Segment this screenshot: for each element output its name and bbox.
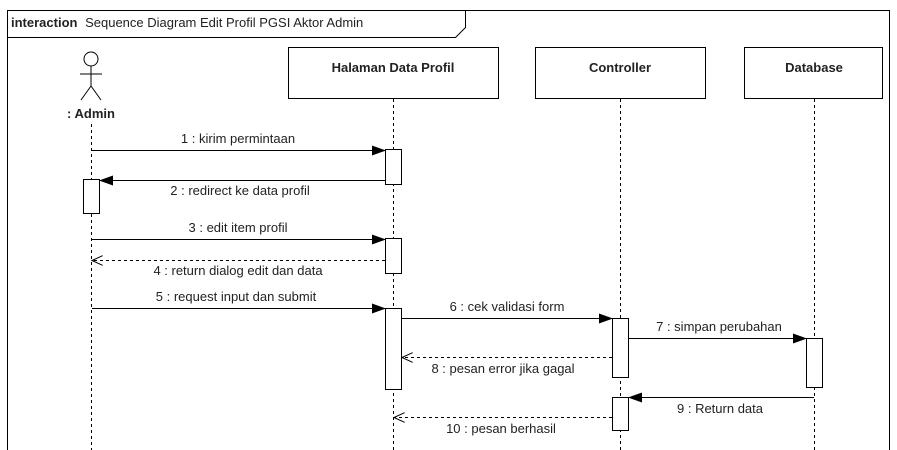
lifeline-label-controller: Controller (589, 60, 651, 75)
lifeline-head-database (744, 47, 883, 99)
message-label-6: 6 : cek validasi form (450, 299, 565, 314)
activation-admin-1 (83, 179, 100, 214)
lifeline-head-controller (535, 47, 706, 99)
frame-title-text: Sequence Diagram Edit Profil PGSI Aktor … (85, 15, 363, 30)
actor-label: : Admin (67, 106, 115, 121)
activation-controller-1 (612, 318, 629, 378)
message-label-4: 4 : return dialog edit dan data (153, 263, 323, 278)
lifeline-head-halaman (288, 47, 499, 99)
frame-keyword: interaction (11, 15, 78, 30)
message-label-8: 8 : pesan error jika gagal (431, 361, 574, 376)
message-label-1: 1 : kirim permintaan (181, 131, 295, 146)
message-label-9: 9 : Return data (677, 401, 764, 416)
lifeline-label-database: Database (785, 60, 843, 75)
activation-controller-2 (612, 397, 629, 431)
frame-title: interaction Sequence Diagram Edit Profil… (11, 15, 363, 30)
message-label-7: 7 : simpan perubahan (656, 319, 782, 334)
activation-database-1 (806, 338, 823, 388)
interaction-frame (7, 10, 890, 450)
activation-halaman-1 (385, 149, 402, 185)
lifeline-label-halaman: Halaman Data Profil (332, 60, 455, 75)
activation-halaman-3 (385, 308, 402, 390)
message-label-2: 2 : redirect ke data profil (170, 183, 310, 198)
actor-head (83, 51, 99, 67)
actor-right-leg (90, 85, 102, 101)
message-label-10: 10 : pesan berhasil (446, 421, 556, 436)
activation-halaman-2 (385, 238, 402, 274)
frame-title-tab (7, 10, 466, 38)
message-label-5: 5 : request input dan submit (156, 289, 317, 304)
actor-left-leg (80, 85, 92, 101)
actor-admin (80, 51, 102, 101)
message-label-3: 3 : edit item profil (189, 220, 288, 235)
